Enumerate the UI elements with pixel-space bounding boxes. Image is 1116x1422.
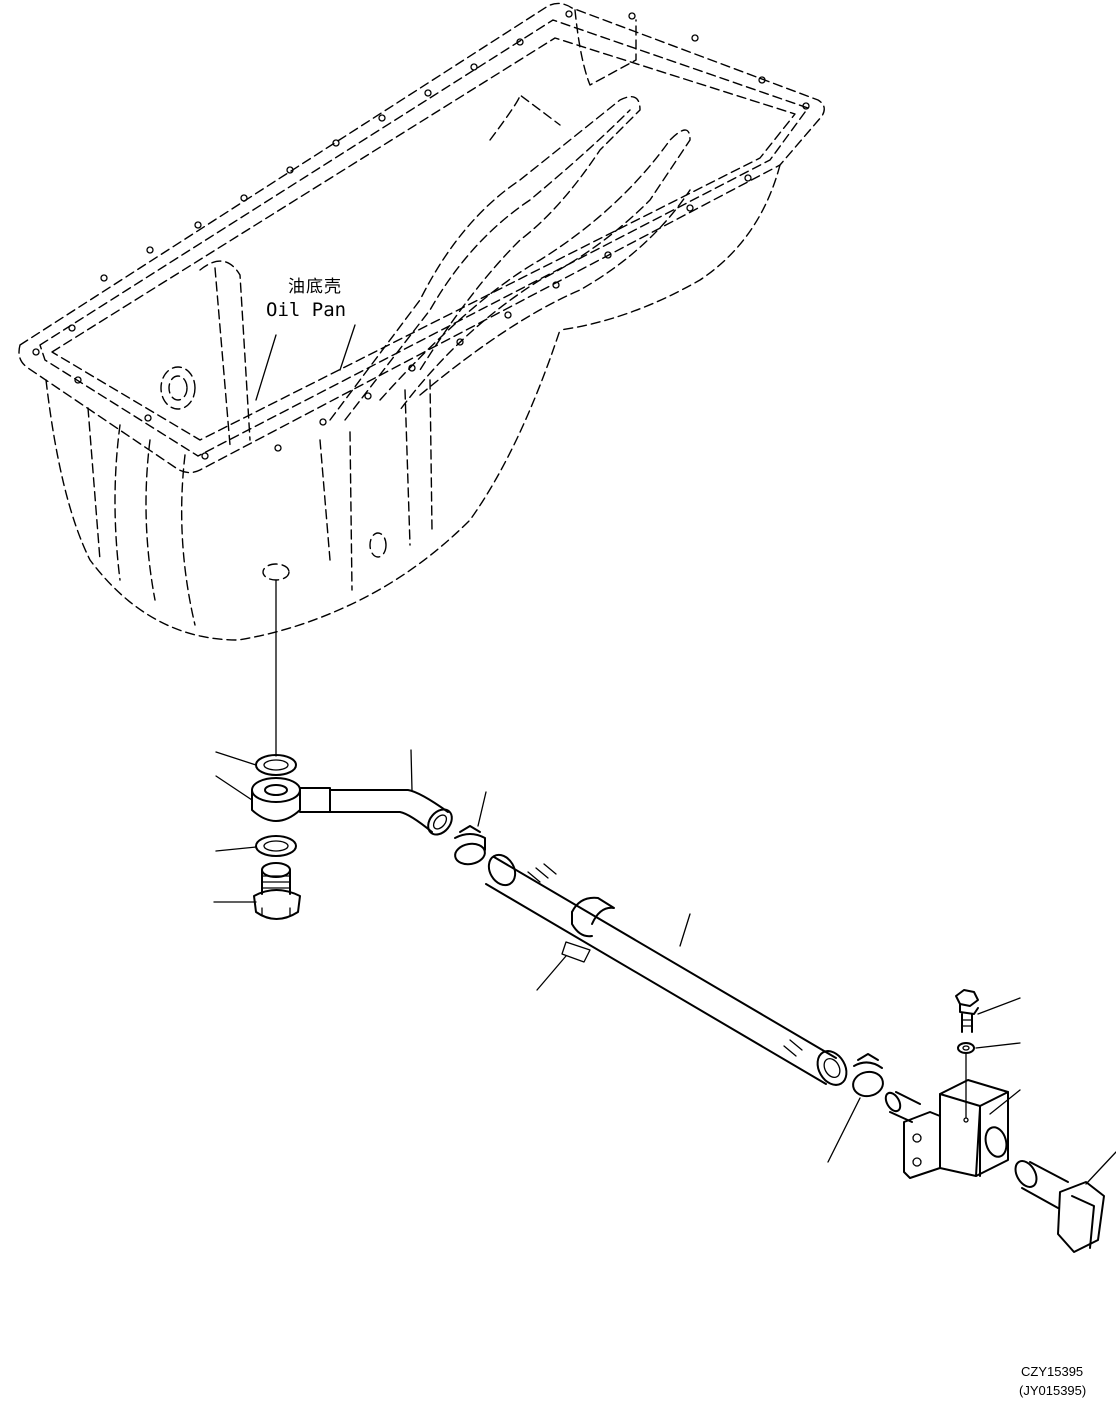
- part-label-cn: 油底壳: [288, 277, 342, 297]
- bracket-washer: [957, 1042, 1021, 1119]
- drawing-code-secondary: (JY015395): [1019, 1383, 1087, 1398]
- drawing-code: CZY15395: [1021, 1364, 1084, 1379]
- banjo-tube: [215, 749, 453, 836]
- drain-valve-block: [884, 1079, 1021, 1179]
- part-label-en: Oil Pan: [266, 299, 347, 321]
- hose-clamp-upper: [454, 791, 487, 866]
- gasket-lower: [215, 835, 297, 857]
- oil-pan: [18, 2, 825, 641]
- hose-clamp-lower: [827, 1053, 884, 1163]
- drain-plug: [1014, 1151, 1116, 1253]
- bracket-bolt: [955, 989, 1021, 1033]
- banjo-bolt: [213, 862, 301, 920]
- hose: [485, 853, 848, 1086]
- gasket-upper: [215, 751, 297, 776]
